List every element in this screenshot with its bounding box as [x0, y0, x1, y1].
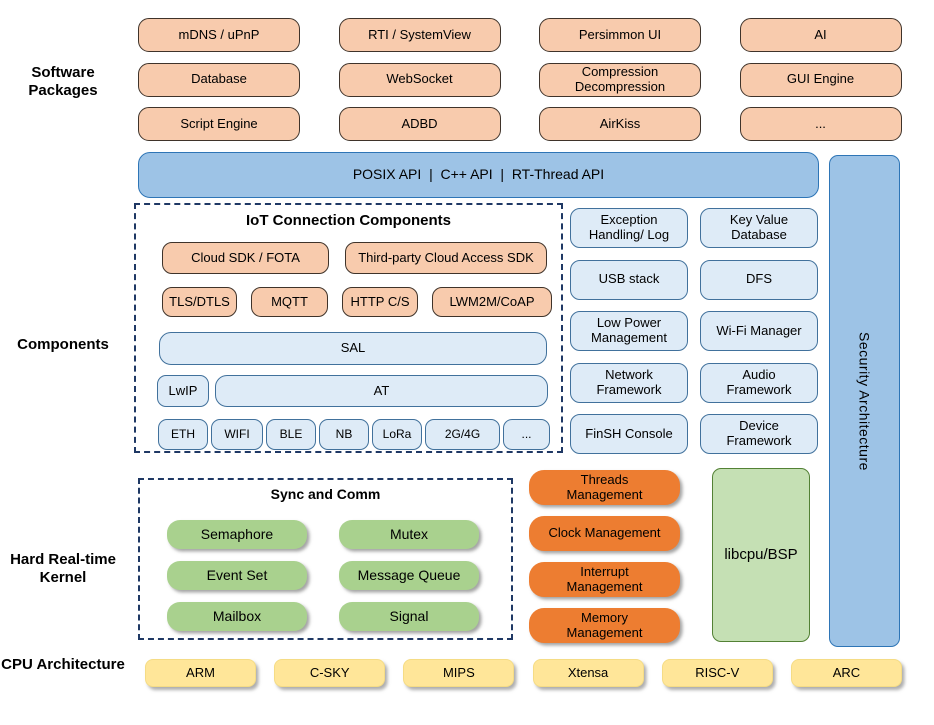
kernel-box-message-queue: Message Queue: [339, 561, 479, 590]
section-label-components: Components: [17, 336, 109, 353]
package-box-more: ...: [739, 107, 902, 141]
component-box-device-framework: Device Framework: [700, 414, 818, 454]
section-label-software-packages: Software Packages: [28, 64, 98, 99]
iot-protocol-row: TLS/DTLS MQTT HTTP C/S LWM2M/CoAP: [162, 287, 552, 317]
iot-box-lwip: LwIP: [157, 375, 209, 407]
cpu-box-mips: MIPS: [403, 659, 515, 687]
kernel-management-column: Threads Management Clock Management Inte…: [529, 470, 680, 643]
iot-box-eth: ETH: [158, 419, 208, 450]
iot-box-thirdparty-cloud-sdk: Third-party Cloud Access SDK: [345, 242, 547, 274]
package-box-airkiss: AirKiss: [539, 107, 701, 141]
cpu-box-arm: ARM: [145, 659, 256, 687]
api-layer-bar: POSIX API | C++ API | RT-Thread API: [138, 152, 819, 198]
iot-box-http-cs: HTTP C/S: [342, 287, 418, 317]
package-box-ai: AI: [739, 18, 902, 52]
iot-box-more: ...: [503, 419, 550, 450]
component-box-dfs: DFS: [700, 259, 818, 300]
iot-stack-row: LwIP AT: [157, 375, 548, 407]
component-box-wifi-manager: Wi-Fi Manager: [700, 311, 818, 351]
security-architecture-bar: Security Architecture: [829, 155, 900, 647]
package-box-adbd: ADBD: [338, 107, 501, 141]
component-box-audio-framework: Audio Framework: [700, 362, 818, 403]
package-box-persimmon-ui: Persimmon UI: [539, 18, 701, 52]
iot-box-nb: NB: [319, 419, 369, 450]
kernel-box-clock-management: Clock Management: [529, 516, 680, 551]
package-box-database: Database: [138, 62, 300, 97]
component-box-key-value-database: Key Value Database: [700, 208, 818, 248]
section-label-kernel: Hard Real-time Kernel: [10, 551, 116, 586]
iot-box-lora: LoRa: [372, 419, 422, 450]
component-box-exception-handling-log: Exception Handling/ Log: [570, 208, 688, 248]
iot-connection-components-group: IoT Connection Components Cloud SDK / FO…: [134, 203, 563, 453]
cpu-box-c-sky: C-SKY: [274, 659, 386, 687]
kernel-box-interrupt-management: Interrupt Management: [529, 562, 680, 597]
component-box-usb-stack: USB stack: [570, 259, 688, 300]
iot-box-sal: SAL: [159, 332, 547, 365]
kernel-box-mutex: Mutex: [339, 520, 479, 549]
iot-box-tls-dtls: TLS/DTLS: [162, 287, 237, 317]
iot-box-wifi: WIFI: [211, 419, 263, 450]
cpu-box-arc: ARC: [790, 659, 902, 687]
kernel-box-mailbox: Mailbox: [167, 602, 307, 631]
component-box-low-power-management: Low Power Management: [570, 311, 688, 351]
iot-group-title: IoT Connection Components: [246, 212, 451, 229]
kernel-box-event-set: Event Set: [167, 561, 307, 590]
sync-group-title: Sync and Comm: [270, 486, 381, 502]
kernel-box-threads-management: Threads Management: [529, 470, 680, 505]
kernel-box-semaphore: Semaphore: [167, 520, 307, 549]
software-packages-grid: mDNS / uPnP RTI / SystemView Persimmon U…: [138, 18, 902, 141]
component-box-finsh-console: FinSH Console: [570, 414, 688, 454]
iot-box-at: AT: [215, 375, 548, 407]
package-box-rti-systemview: RTI / SystemView: [338, 18, 501, 52]
package-box-script-engine: Script Engine: [138, 107, 300, 141]
iot-box-ble: BLE: [266, 419, 316, 450]
security-architecture-label: Security Architecture: [856, 331, 873, 471]
cpu-architecture-row: ARM C-SKY MIPS Xtensa RISC-V ARC: [145, 659, 902, 687]
components-grid: Exception Handling/ Log Key Value Databa…: [570, 208, 818, 454]
iot-sdk-row: Cloud SDK / FOTA Third-party Cloud Acces…: [162, 242, 547, 274]
sync-and-comm-group: Sync and Comm Semaphore Mutex Event Set …: [138, 478, 513, 640]
kernel-box-memory-management: Memory Management: [529, 608, 680, 643]
libcpu-bsp-box: libcpu/BSP: [712, 468, 810, 642]
component-box-network-framework: Network Framework: [570, 362, 688, 403]
cpu-box-risc-v: RISC-V: [661, 659, 773, 687]
section-label-cpu: CPU Architecture: [1, 656, 125, 673]
iot-link-row: ETH WIFI BLE NB LoRa 2G/4G ...: [158, 419, 550, 450]
iot-box-mqtt: MQTT: [251, 287, 328, 317]
cpu-box-xtensa: Xtensa: [532, 659, 644, 687]
iot-box-lwm2m-coap: LWM2M/CoAP: [432, 287, 552, 317]
package-box-websocket: WebSocket: [338, 62, 501, 97]
package-box-mdns-upnp: mDNS / uPnP: [138, 18, 300, 52]
package-box-compression: Compression Decompression: [539, 62, 701, 97]
kernel-box-signal: Signal: [339, 602, 479, 631]
sync-grid: Semaphore Mutex Event Set Message Queue …: [167, 520, 479, 631]
package-box-gui-engine: GUI Engine: [739, 62, 902, 97]
iot-box-cloud-sdk-fota: Cloud SDK / FOTA: [162, 242, 329, 274]
iot-box-2g4g: 2G/4G: [425, 419, 500, 450]
